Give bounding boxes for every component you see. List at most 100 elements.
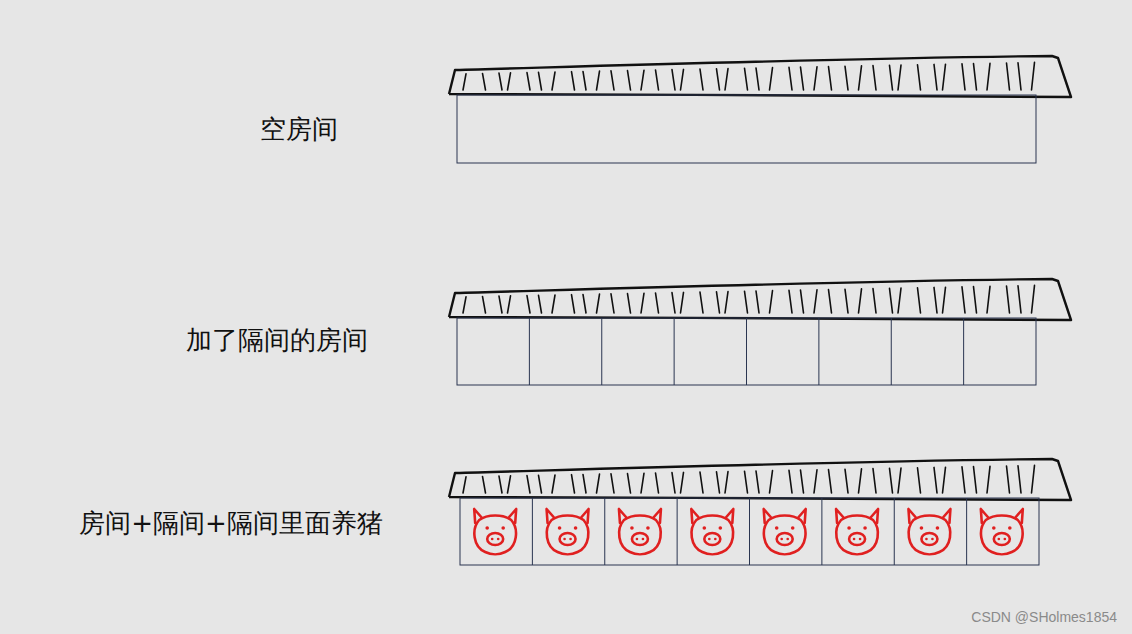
roof-stroke bbox=[962, 64, 965, 90]
roof-stroke bbox=[681, 292, 684, 313]
roof-stroke bbox=[463, 74, 466, 90]
roof-stroke bbox=[756, 291, 759, 313]
pig bbox=[619, 509, 661, 554]
roof-stroke bbox=[934, 467, 937, 493]
roof-stroke bbox=[987, 466, 990, 493]
roof-stroke bbox=[656, 473, 659, 493]
roof-stroke bbox=[572, 295, 575, 313]
roof-stroke bbox=[829, 67, 832, 90]
roof-stroke bbox=[987, 63, 990, 90]
roof-stroke bbox=[801, 290, 804, 313]
partition bbox=[891, 318, 892, 385]
roof-stroke bbox=[789, 290, 792, 313]
roof-stroke bbox=[552, 72, 555, 90]
roof-stroke bbox=[463, 297, 466, 313]
roof-stroke bbox=[898, 468, 901, 493]
roof-stroke bbox=[1032, 62, 1035, 90]
roof-stroke bbox=[829, 290, 832, 313]
row-label: 房间+隔间+隔间里面养猪 bbox=[79, 508, 383, 539]
roof-stroke bbox=[845, 66, 848, 90]
roof-stroke bbox=[943, 467, 946, 493]
roof-stroke bbox=[572, 72, 575, 90]
roof-stroke bbox=[597, 294, 600, 313]
roof-stroke bbox=[1032, 285, 1035, 313]
roof-stroke bbox=[717, 69, 720, 90]
room-outline bbox=[457, 95, 1036, 163]
pig bbox=[836, 509, 878, 554]
pig bbox=[474, 509, 516, 554]
roof-stroke bbox=[611, 71, 614, 90]
roof-stroke bbox=[717, 472, 720, 493]
roof-stroke bbox=[508, 73, 511, 90]
roof-stroke bbox=[641, 473, 644, 493]
roof-stroke bbox=[859, 469, 862, 493]
partition bbox=[746, 318, 747, 385]
roof-stroke bbox=[508, 296, 511, 313]
roof-stroke bbox=[539, 72, 542, 90]
roof-stroke bbox=[597, 71, 600, 90]
partition bbox=[532, 498, 533, 565]
roof-stroke bbox=[628, 71, 631, 90]
roof-stroke bbox=[962, 467, 965, 493]
roof-stroke bbox=[1018, 286, 1021, 313]
roof-stroke bbox=[962, 287, 965, 313]
roof-stroke bbox=[745, 471, 748, 493]
partition bbox=[818, 318, 819, 385]
roof-stroke bbox=[974, 64, 977, 90]
roof-stroke bbox=[672, 473, 675, 493]
pig-room bbox=[460, 498, 1039, 565]
roof-stroke bbox=[641, 293, 644, 313]
partition bbox=[674, 318, 675, 385]
roof-stroke bbox=[745, 68, 748, 90]
roof-stroke bbox=[508, 476, 511, 493]
roof-stroke bbox=[770, 471, 773, 493]
roof-stroke bbox=[583, 71, 586, 90]
roof-stroke bbox=[890, 65, 893, 90]
roof-stroke bbox=[499, 73, 502, 90]
roofs bbox=[449, 56, 1071, 500]
roof-stroke bbox=[789, 470, 792, 493]
partition bbox=[894, 498, 895, 565]
roof-stroke bbox=[672, 293, 675, 313]
roof-stroke bbox=[770, 68, 773, 90]
pig bbox=[691, 509, 733, 554]
roof-stroke bbox=[1007, 286, 1010, 313]
roof-stroke bbox=[890, 288, 893, 313]
partition bbox=[604, 498, 605, 565]
roof-stroke bbox=[725, 472, 728, 493]
roof-stroke bbox=[770, 291, 773, 313]
roof-stroke bbox=[789, 67, 792, 90]
roof-stroke bbox=[700, 472, 703, 493]
roof-stroke bbox=[974, 287, 977, 313]
roof-stroke bbox=[552, 295, 555, 313]
roof-stroke bbox=[628, 294, 631, 313]
roof-stroke bbox=[918, 288, 921, 313]
roof-stroke bbox=[583, 474, 586, 493]
roof-stroke bbox=[681, 69, 684, 90]
partition bbox=[821, 498, 822, 565]
roof-stroke bbox=[527, 73, 530, 90]
roof-outline bbox=[449, 459, 1071, 500]
roof-stroke bbox=[1018, 466, 1021, 493]
roof-stroke bbox=[539, 475, 542, 493]
roof-stroke bbox=[890, 468, 893, 493]
roof-stroke bbox=[725, 69, 728, 90]
roof-outline bbox=[449, 56, 1071, 97]
roof-stroke bbox=[1018, 63, 1021, 90]
roof-stroke bbox=[552, 475, 555, 493]
partition bbox=[601, 318, 602, 385]
roof-stroke bbox=[681, 472, 684, 493]
pig bbox=[764, 509, 806, 554]
roof-stroke bbox=[656, 293, 659, 313]
roof-stroke bbox=[583, 294, 586, 313]
roof-stroke bbox=[801, 67, 804, 90]
roof-stroke bbox=[745, 291, 748, 313]
roof-stroke bbox=[499, 296, 502, 313]
roof-stroke bbox=[873, 469, 876, 493]
roof-stroke bbox=[1032, 465, 1035, 493]
pigs bbox=[474, 509, 1023, 554]
roof-stroke bbox=[483, 296, 486, 313]
roof-stroke bbox=[845, 289, 848, 313]
roof-stroke bbox=[918, 468, 921, 493]
